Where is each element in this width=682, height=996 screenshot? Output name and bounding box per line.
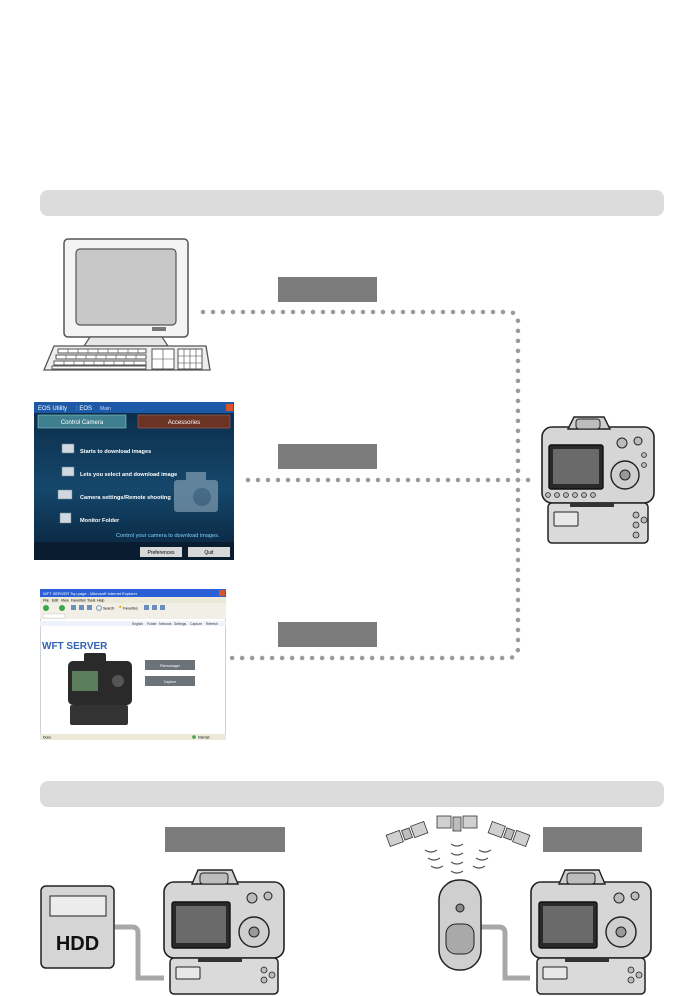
label-box-gps (543, 827, 642, 852)
internet-zone-icon (192, 735, 196, 739)
home-icon[interactable] (87, 605, 92, 610)
browser-nav-3[interactable]: Settings (174, 622, 187, 626)
camera-settings-icon (57, 489, 73, 500)
browser-search-label[interactable]: Search (103, 607, 114, 611)
utility-title: EOS Utility (38, 406, 67, 412)
tab-control-camera-label: Control Camera (61, 420, 104, 426)
camera-illustration-hdd (163, 869, 285, 995)
browser-menu-5[interactable]: Help (97, 599, 104, 603)
satellite-icon-center (436, 815, 478, 832)
browser-menu-1[interactable]: Edit (52, 599, 58, 603)
label-box-ftp (278, 277, 377, 302)
preferences-button[interactable] (140, 547, 182, 557)
dotted-line-ftp (200, 309, 521, 475)
utility-footer-text: Control your camera to download images. (116, 533, 220, 539)
browser-menu-0[interactable]: File (43, 599, 49, 603)
computer-illustration (43, 238, 211, 371)
capture-button[interactable] (145, 676, 195, 686)
browser-title: WFT SERVER Top page - Microsoft Internet… (43, 591, 138, 596)
stop-icon[interactable] (71, 605, 76, 610)
browser-close-button[interactable] (219, 590, 225, 596)
browser-nav-0[interactable]: English (132, 622, 143, 626)
browser-menu-3[interactable]: Favorites (71, 599, 86, 603)
hdd-label: HDD (56, 933, 99, 955)
satellite-icon-right (487, 821, 531, 847)
browser-nav-5[interactable]: Refresh (206, 622, 218, 626)
refresh-icon[interactable] (79, 605, 84, 610)
mail-icon[interactable] (152, 605, 157, 610)
section-header-bar-top (40, 190, 664, 216)
signal-waves-icon (424, 843, 492, 874)
camera-illustration-gps (530, 869, 652, 995)
filemanager-button[interactable] (145, 660, 195, 670)
forward-arrow-icon[interactable] (59, 605, 65, 611)
print-icon[interactable] (160, 605, 165, 610)
eos-utility-window: EOS Utility : EOS Main Control Camera Ac… (34, 402, 234, 560)
browser-menu-2[interactable]: View (61, 599, 69, 603)
tab-control-camera[interactable] (37, 414, 127, 429)
back-arrow-icon[interactable] (43, 605, 49, 611)
section-header-bar-bottom (40, 781, 664, 807)
browser-window: WFT SERVER Top page - Microsoft Internet… (39, 588, 227, 741)
history-icon[interactable] (144, 605, 149, 610)
tab-accessories[interactable] (137, 414, 231, 429)
quit-button[interactable] (188, 547, 230, 557)
gps-receiver (438, 879, 482, 971)
utility-title-sep: : EOS (76, 406, 92, 412)
download-icon (61, 443, 75, 454)
wft-server-heading: WFT SERVER (42, 641, 108, 652)
capture-button-label: Capture (164, 680, 177, 684)
search-icon[interactable] (96, 605, 102, 611)
utility-item-1[interactable]: Lets you select and download image (80, 472, 177, 478)
browser-status-right: Internet (198, 736, 210, 740)
quit-button-label: Quit (204, 550, 214, 556)
filemanager-button-label: Filemanager (160, 664, 181, 668)
browser-nav-4[interactable]: Capture (190, 622, 202, 626)
gps-satellites (385, 815, 531, 874)
browser-nav-2[interactable]: Network (159, 622, 172, 626)
utility-item-3[interactable]: Monitor Folder (80, 518, 120, 524)
hdd-device: HDD (40, 885, 115, 969)
select-download-icon (61, 466, 75, 477)
label-box-usb-hdd (165, 827, 285, 852)
utility-camera-graphic (174, 472, 218, 512)
dotted-line-http (229, 477, 521, 661)
label-box-eos-utility (278, 444, 377, 469)
camera-illustration-main (541, 416, 655, 544)
favorites-star-icon[interactable]: ★ (118, 605, 123, 611)
utility-item-2[interactable]: Camera settings/Remote shooting (80, 495, 171, 501)
browser-nav-1[interactable]: Folder (147, 622, 157, 626)
utility-mode-label: Main (100, 406, 111, 412)
address-bar[interactable] (42, 613, 66, 619)
preferences-button-label: Preferences (148, 550, 175, 556)
label-box-http (278, 622, 377, 647)
utility-item-0[interactable]: Starts to download images (80, 449, 151, 455)
monitor-folder-icon (59, 512, 72, 524)
browser-camera-photo (68, 653, 132, 725)
browser-menu-4[interactable]: Tools (87, 599, 96, 603)
tab-accessories-label: Accessories (168, 420, 200, 426)
satellite-icon-left (385, 821, 429, 847)
browser-status-left: Done (43, 736, 51, 740)
browser-favorites-label[interactable]: Favorites (123, 607, 138, 611)
